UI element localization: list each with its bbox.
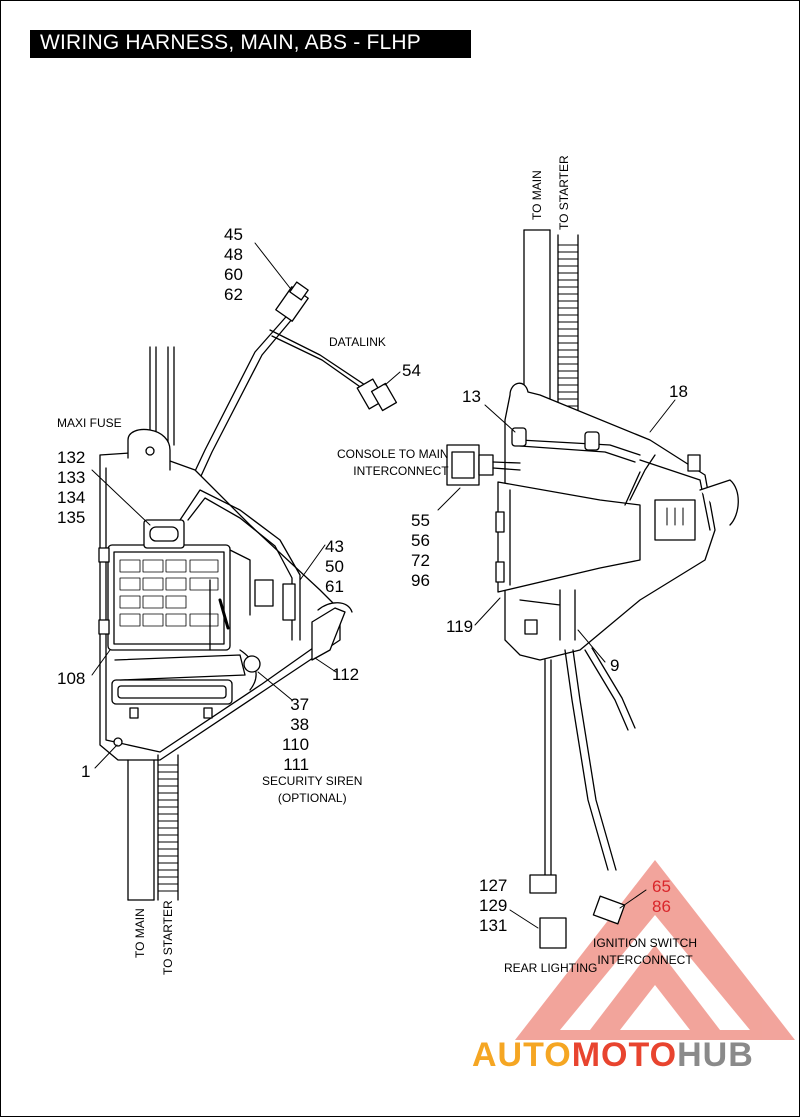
callout-133: 133 [57,468,86,487]
right-harness-internals [511,427,696,641]
left-harness-loops [179,489,301,691]
callout-48: 48 [224,245,243,264]
maxi-fuse-label: MAXI FUSE [57,416,122,430]
callout-132: 132 [57,448,86,467]
callout-62: 62 [224,285,243,304]
ignition-switch-label: IGNITION SWITCH INTERCONNECT [593,935,697,969]
callout-50: 50 [325,557,344,576]
callout-9: 9 [610,656,620,675]
callout-13: 13 [462,387,481,406]
watermark-part-moto: MOTO [571,1036,678,1074]
callout-110: 110 [282,735,310,754]
right-lower-wires [529,647,636,949]
security-siren-line2: (OPTIONAL) [277,791,347,805]
callout-127-131: 127 129 131 [479,876,507,936]
callout-1: 1 [81,762,91,781]
right-leaders [437,399,676,929]
callout-127: 127 [479,876,508,895]
security-siren-label: SECURITY SIREN (OPTIONAL) [262,773,362,807]
callout-134: 134 [57,488,86,507]
watermark-triangle [515,860,795,1040]
callout-37: 37 [290,695,310,714]
callout-131: 131 [479,916,508,935]
callout-43-61: 43 50 61 [325,537,344,597]
callout-132-135: 132 133 134 135 [57,448,85,528]
left-top-ear [127,428,171,471]
callout-129: 129 [479,896,508,915]
title-bar: WIRING HARNESS, MAIN, ABS - FLHP [30,30,471,58]
callout-55: 55 [411,511,430,530]
callout-56: 56 [411,531,430,550]
security-siren-line1: SECURITY SIREN [262,774,363,788]
callout-72: 72 [411,551,430,570]
callout-108: 108 [57,669,86,688]
fuse-grid [119,559,219,627]
callout-119: 119 [446,617,474,636]
page-title: WIRING HARNESS, MAIN, ABS - FLHP [40,31,421,54]
callout-18: 18 [669,382,688,401]
callout-38: 38 [290,715,310,734]
right-to-main-label: TO MAIN [530,170,544,220]
fuse-block [98,519,231,651]
watermark-logo: AUTOMOTOHUB [472,1036,754,1075]
console-line2: INTERCONNECT [353,464,449,478]
connector-54 [356,378,398,412]
callout-96: 96 [411,571,430,590]
callout-86: 86 [652,897,671,916]
left-bottom-cables [127,754,179,901]
left-leaders [91,242,401,769]
callout-112: 112 [332,665,360,684]
left-to-starter-label: TO STARTER [161,900,175,975]
callout-54: 54 [402,361,421,380]
callout-61: 61 [325,577,344,596]
callout-37-111: 37 38 110 111 [282,695,309,775]
callout-65: 65 [652,877,671,896]
callout-43: 43 [325,537,344,556]
left-top-cables [149,346,175,446]
callout-60: 60 [224,265,243,284]
ignition-line2: INTERCONNECT [597,953,693,967]
left-lower-plate [111,654,246,747]
console-line1: CONSOLE TO MAIN [337,447,449,461]
left-to-main-label: TO MAIN [133,908,147,958]
callout-45: 45 [224,225,243,244]
watermark-part-auto: AUTO [472,1036,572,1074]
rear-lighting-label: REAR LIGHTING [504,961,598,975]
watermark-part-hub: HUB [677,1036,754,1074]
callout-45-62: 45 48 60 62 [224,225,243,305]
connector-45 [275,281,309,322]
console-connector [446,444,521,486]
abs-module [495,481,641,593]
callout-55-96: 55 56 72 96 [411,511,430,591]
callout-135: 135 [57,508,86,527]
datalink-label: DATALINK [329,335,386,349]
ignition-line1: IGNITION SWITCH [593,936,697,950]
right-to-starter-label: TO STARTER [557,155,571,230]
console-to-main-label: CONSOLE TO MAIN INTERCONNECT [337,446,449,480]
callout-65-86: 65 86 [652,877,671,917]
callout-111: 111 [283,755,310,774]
